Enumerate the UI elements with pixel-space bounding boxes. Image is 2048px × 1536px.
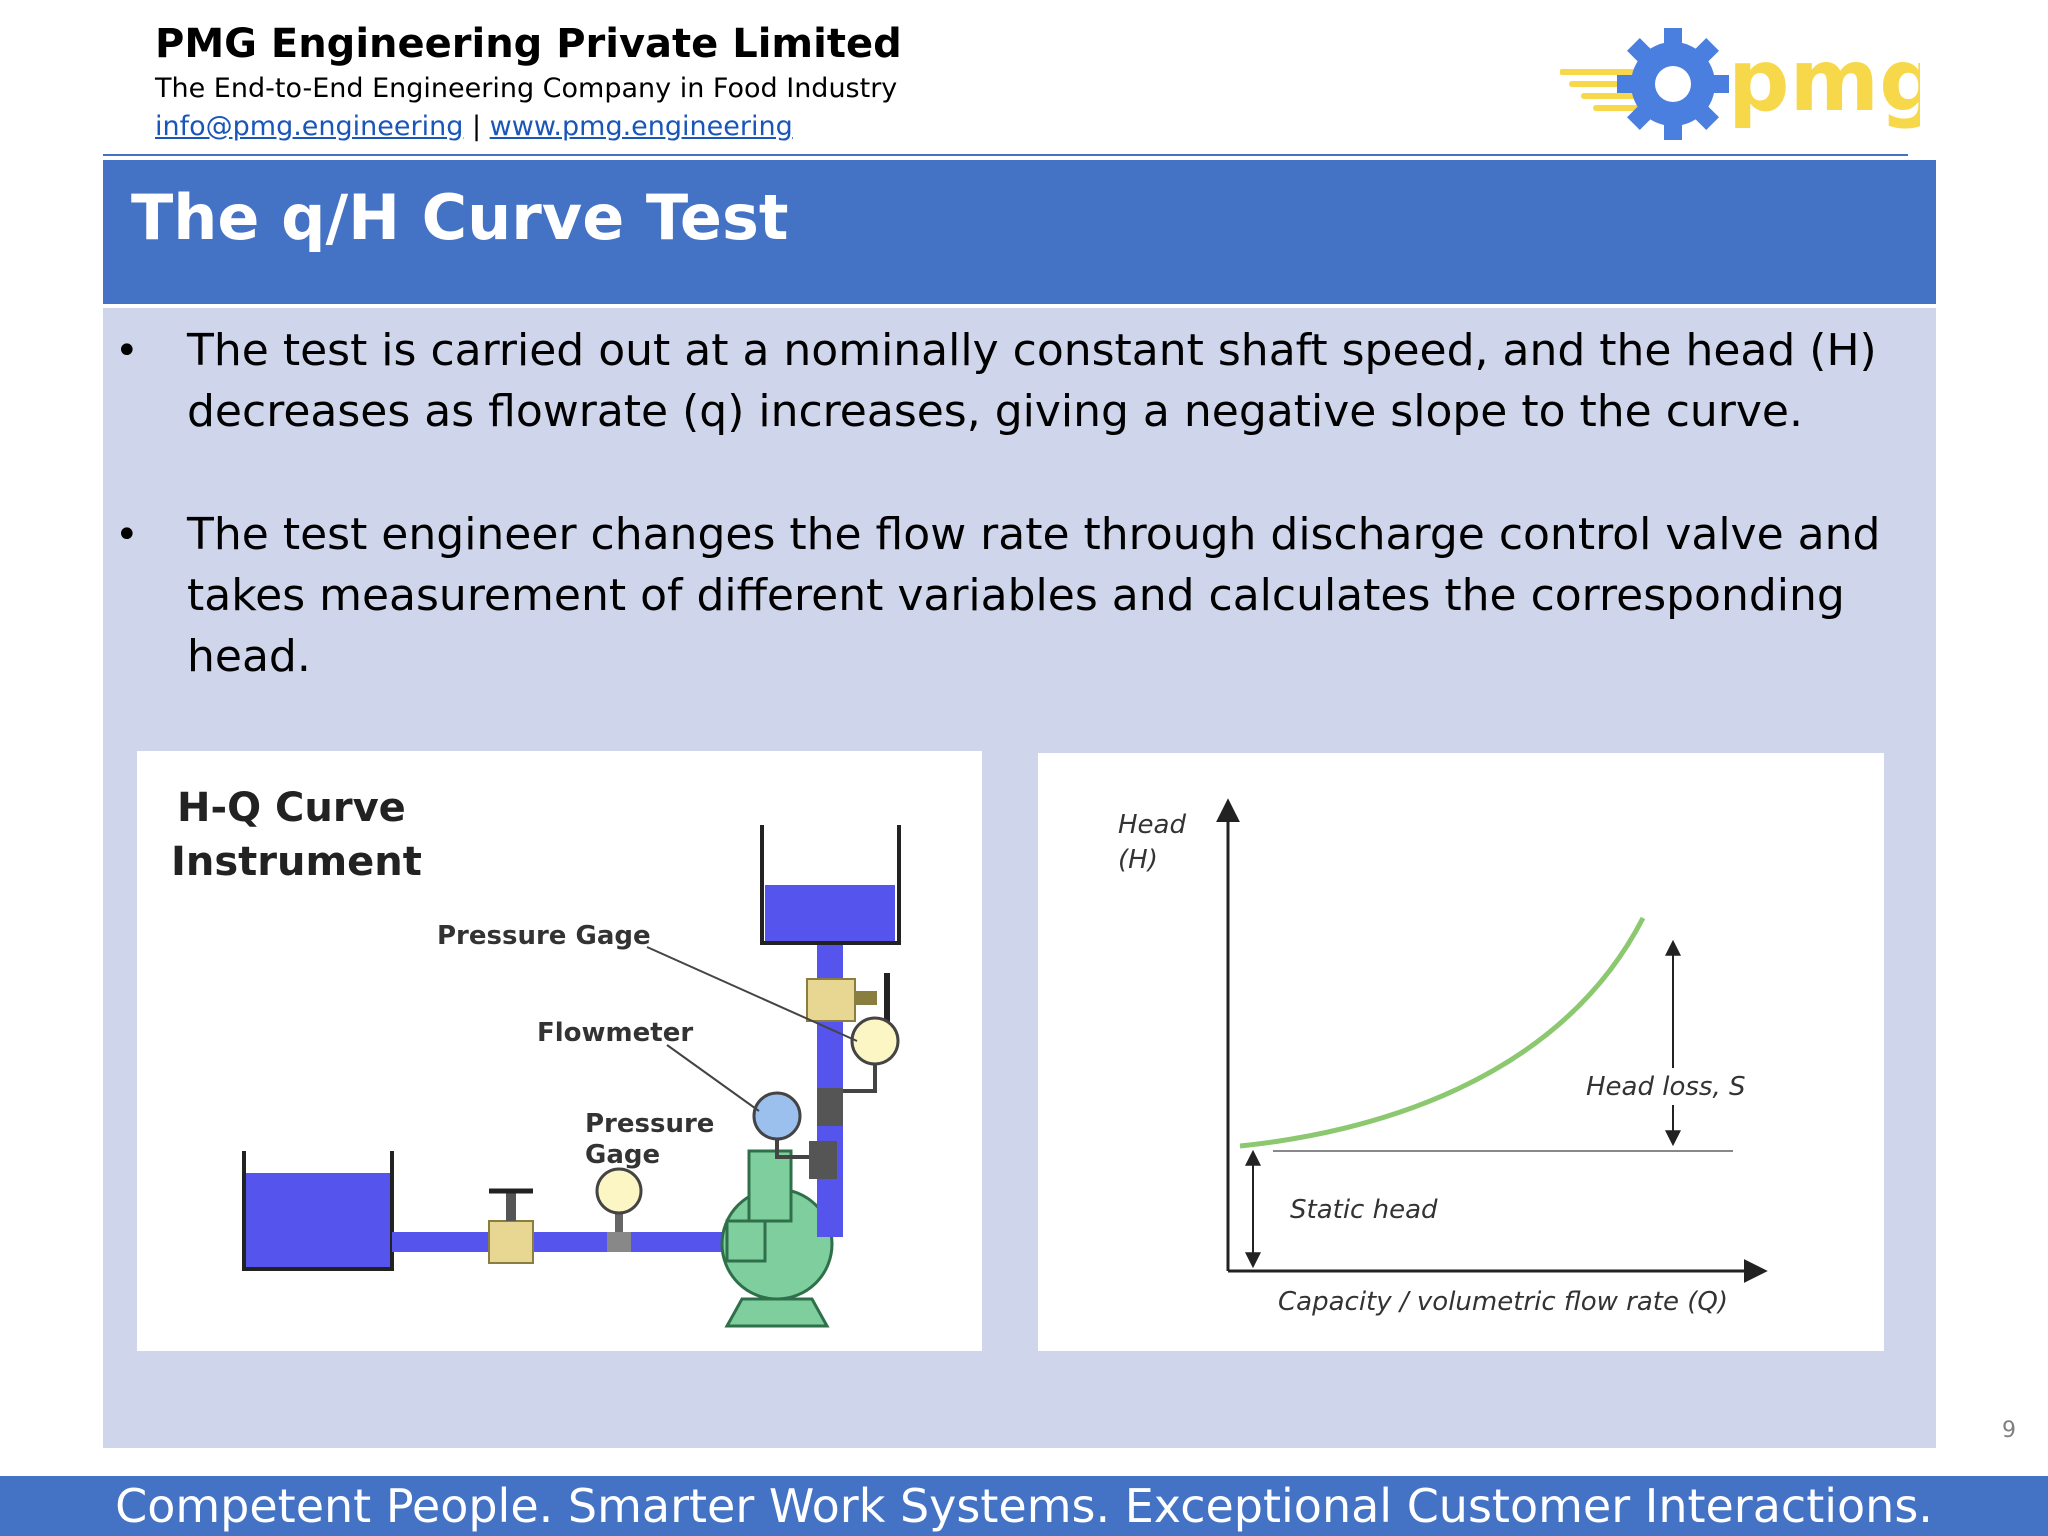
bullet-text: The test engineer changes the flow rate … [187, 509, 1881, 682]
company-header: PMG Engineering Private Limited The End-… [155, 18, 902, 146]
leader-line [666, 1044, 760, 1112]
bullet-text: The test is carried out at a nominally c… [187, 325, 1877, 437]
head-curve-diagram: Head (H) Head loss, S Static head Capaci… [1038, 753, 1884, 1351]
suction-pipe [392, 1232, 742, 1252]
title-bar: The q/H Curve Test [103, 160, 1936, 304]
static-head-label: Static head [1290, 1195, 1438, 1225]
label-pressure-line2: Gage [585, 1140, 660, 1170]
y-axis-label-line2: (H) [1118, 845, 1158, 875]
label-pressure-line1: Pressure [585, 1109, 714, 1139]
slide-title: The q/H Curve Test [131, 181, 789, 254]
website-link[interactable]: www.pmg.engineering [489, 111, 793, 142]
gauge-fitting [817, 1088, 843, 1126]
source-tank [242, 1151, 394, 1271]
label-flowmeter: Flowmeter [537, 1018, 693, 1048]
instrument-title-line1: H-Q Curve [177, 785, 406, 831]
system-curve [1239, 916, 1646, 1149]
flowmeter-body [809, 1141, 837, 1179]
company-links: info@pmg.engineering | www.pmg.engineeri… [155, 108, 902, 146]
header-divider [103, 154, 1908, 156]
flowmeter-gauge-icon [752, 1091, 809, 1159]
slide-content: • The test is carried out at a nominally… [103, 308, 1936, 1448]
company-tagline: The End-to-End Engineering Company in Fo… [155, 73, 898, 104]
instrument-title-line2: Instrument [171, 839, 422, 885]
email-link[interactable]: info@pmg.engineering [155, 111, 464, 142]
bullet-dot: • [115, 328, 139, 374]
leader-line [646, 946, 858, 1042]
bullet-dot: • [115, 512, 139, 558]
footer-slogan: Competent People. Smarter Work Systems. … [115, 1479, 1933, 1533]
instrument-diagram: H-Q Curve Instrument [137, 751, 982, 1351]
link-separator: | [471, 111, 482, 142]
pump-icon [720, 1149, 834, 1328]
y-axis-label-line1: Head [1118, 810, 1186, 840]
suction-valve-icon [488, 1188, 534, 1264]
pmg-logo: pmg [1559, 22, 1941, 142]
page-number: 9 [2002, 1418, 2016, 1443]
label-pressure-gage-top: Pressure Gage [437, 921, 651, 951]
logo-text: pmg [1728, 31, 1920, 131]
discharge-control-valve-icon [806, 973, 890, 1029]
footer-bar: Competent People. Smarter Work Systems. … [0, 1476, 2048, 1536]
company-name: PMG Engineering Private Limited [155, 21, 902, 67]
logo-gear-icon [1617, 28, 1729, 140]
discharge-tank [760, 825, 901, 945]
head-loss-label: Head loss, S [1586, 1072, 1746, 1102]
discharge-pressure-gauge-icon [843, 1016, 900, 1093]
suction-pressure-gauge-icon [595, 1167, 643, 1252]
x-axis-label: Capacity / volumetric flow rate (Q) [1278, 1287, 1728, 1317]
